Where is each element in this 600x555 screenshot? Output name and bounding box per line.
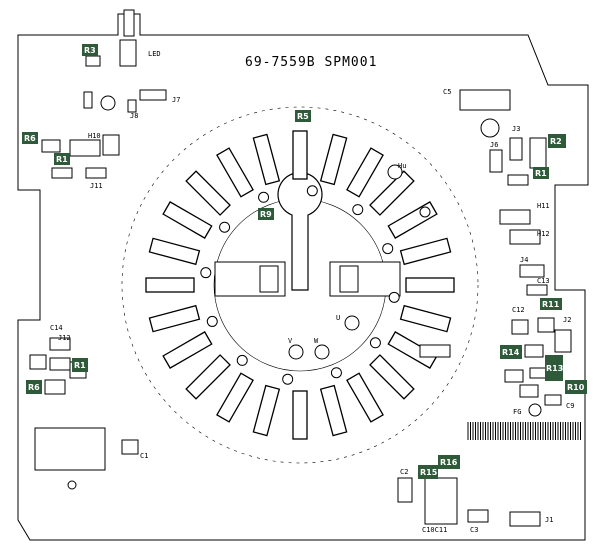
board-outline bbox=[17, 13, 589, 541]
stator-coil bbox=[185, 170, 231, 216]
label-j11: J11 bbox=[90, 182, 103, 190]
ref-r9: R9 bbox=[260, 210, 272, 219]
stator-coil bbox=[369, 354, 415, 400]
ref-r16: R16 bbox=[440, 458, 458, 467]
label-c3: C3 bbox=[470, 526, 478, 534]
label-c12: C12 bbox=[512, 306, 525, 314]
ref-r11: R11 bbox=[542, 300, 560, 309]
label-c5: C5 bbox=[443, 88, 451, 96]
ref-r13: R13 bbox=[546, 364, 563, 373]
label-j4: J4 bbox=[520, 256, 528, 264]
label-j3: J3 bbox=[512, 125, 520, 133]
stator-coil bbox=[252, 384, 281, 437]
ref-r10: R10 bbox=[567, 383, 585, 392]
label-c10c11: C10C11 bbox=[422, 526, 447, 534]
stator-coil bbox=[369, 170, 415, 216]
coil-terminal bbox=[382, 243, 394, 255]
coil-terminal bbox=[236, 354, 248, 366]
stator-coil bbox=[346, 372, 384, 423]
coil-terminal bbox=[282, 373, 294, 385]
stator-coil bbox=[148, 237, 201, 266]
label-fg: FG bbox=[513, 408, 521, 416]
ref-r1-left: R1 bbox=[56, 155, 68, 164]
component-cluster-right bbox=[504, 264, 572, 527]
connector-pin-row bbox=[467, 422, 581, 440]
rotor-ring bbox=[121, 106, 479, 464]
label-c14: C14 bbox=[50, 324, 63, 332]
ref-r15: R15 bbox=[420, 468, 438, 477]
label-j6: J6 bbox=[490, 141, 498, 149]
label-j8: J8 bbox=[130, 112, 138, 120]
coil-terminal bbox=[352, 204, 364, 216]
label-c9: C9 bbox=[566, 402, 574, 410]
stator-coil bbox=[252, 133, 281, 186]
ref-r1-right: R1 bbox=[535, 169, 547, 178]
coil-terminal bbox=[206, 315, 218, 327]
stator-coil bbox=[387, 201, 438, 239]
label-c2: C2 bbox=[400, 468, 408, 476]
center-pad-left-inner bbox=[259, 265, 279, 293]
ref-r2: R2 bbox=[550, 137, 562, 146]
stator-coil bbox=[387, 331, 438, 369]
stator-coil bbox=[162, 201, 213, 239]
center-pad-right-inner bbox=[339, 265, 359, 293]
ref-r14: R14 bbox=[502, 348, 520, 357]
stator-coil bbox=[148, 304, 201, 333]
hall-sensor-2 bbox=[419, 206, 431, 218]
label-hu: Hu bbox=[398, 162, 406, 170]
stator-coil bbox=[185, 354, 231, 400]
stator-coil bbox=[399, 304, 452, 333]
silk-labels: LED J7 C5 J3 J8 J6 J11 H11 H12 H10 J4 C1… bbox=[50, 50, 574, 534]
component-cluster-bottomcenter bbox=[397, 344, 489, 525]
label-v: V bbox=[288, 337, 293, 345]
stator-coil bbox=[319, 133, 348, 186]
stator-coil bbox=[145, 277, 195, 293]
label-j1: J1 bbox=[545, 516, 553, 524]
ref-r6-left: R6 bbox=[24, 134, 36, 143]
label-c13: C13 bbox=[537, 277, 550, 285]
ref-r1-mid: R1 bbox=[74, 361, 86, 370]
label-w: W bbox=[314, 337, 319, 345]
label-c1: C1 bbox=[140, 452, 148, 460]
label-j12: J12 bbox=[58, 334, 71, 342]
label-h11: H11 bbox=[537, 202, 550, 210]
stator-coil bbox=[292, 130, 308, 180]
label-h12: H12 bbox=[537, 230, 550, 238]
label-u: U bbox=[336, 314, 340, 322]
hall-sensor-v bbox=[288, 344, 304, 360]
component-cluster-topleft bbox=[41, 9, 167, 179]
label-h10: H10 bbox=[88, 132, 101, 140]
label-j2: J2 bbox=[563, 316, 571, 324]
coil-terminal bbox=[306, 185, 318, 197]
stator-coil bbox=[216, 147, 254, 198]
coil-terminal bbox=[388, 291, 400, 303]
stator-coil bbox=[319, 384, 348, 437]
coil-terminal bbox=[369, 337, 381, 349]
component-cluster-topright bbox=[459, 89, 547, 245]
coil-terminal bbox=[330, 367, 342, 379]
stator-coils bbox=[145, 130, 455, 440]
highlighted-refs: R3 R5 R6 R1 R2 R1 R9 R11 R14 R13 R10 R15… bbox=[22, 44, 587, 479]
ref-r3-top: R3 bbox=[84, 46, 96, 55]
stator-coil bbox=[346, 147, 384, 198]
part-number: 69-7559B SPM001 bbox=[245, 55, 377, 70]
component-cluster-bottomleft bbox=[29, 337, 139, 490]
ref-r5: R5 bbox=[297, 112, 309, 121]
hall-sensor-w bbox=[314, 344, 330, 360]
label-led: LED bbox=[148, 50, 161, 58]
stator-coil bbox=[405, 277, 455, 293]
coil-terminal bbox=[258, 191, 270, 203]
hall-sensor-u bbox=[344, 315, 360, 331]
hall-sensor-hu bbox=[387, 164, 403, 180]
stator-coil bbox=[216, 372, 254, 423]
stator-coil bbox=[399, 237, 452, 266]
stator-coil bbox=[292, 390, 308, 440]
stator-coil bbox=[162, 331, 213, 369]
ref-r6-bottom: R6 bbox=[28, 383, 40, 392]
coil-terminal bbox=[200, 267, 212, 279]
label-j7: J7 bbox=[172, 96, 180, 104]
coil-terminal bbox=[219, 221, 231, 233]
